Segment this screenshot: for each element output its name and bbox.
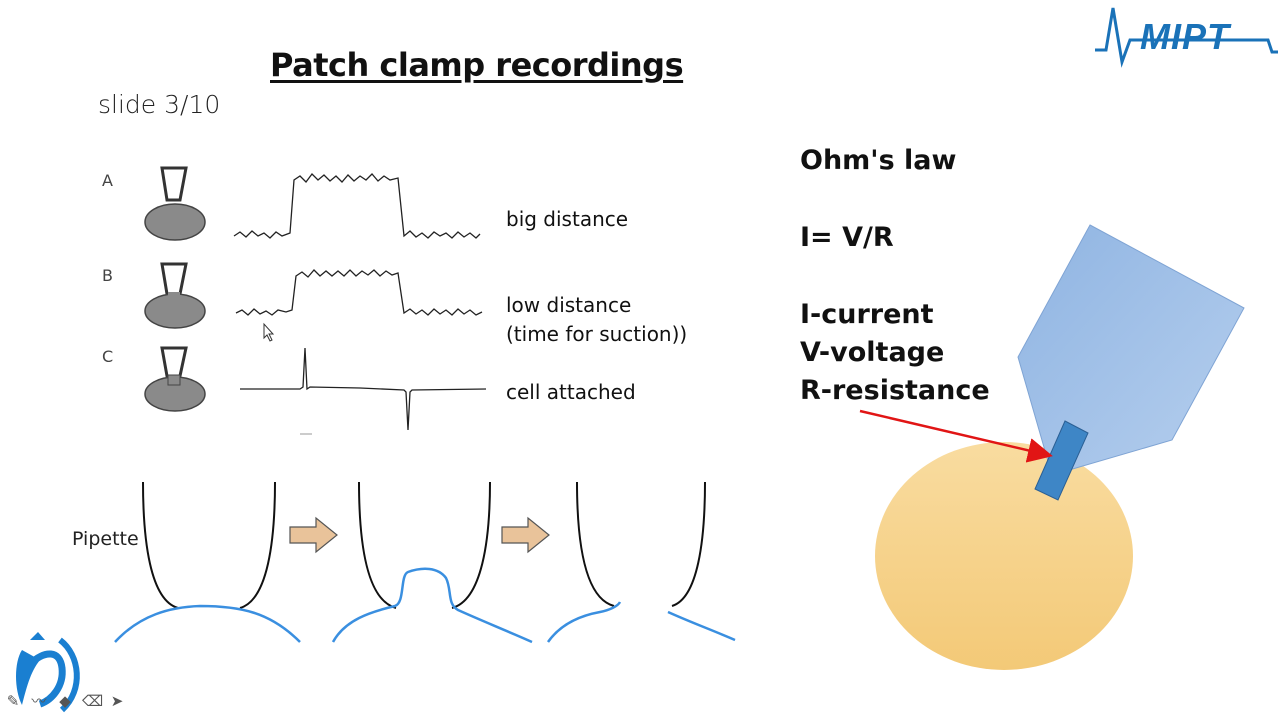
row-letter-c: C <box>102 347 114 366</box>
block-arrow-1 <box>289 516 338 554</box>
pipette-cell-b <box>144 262 206 329</box>
pipette-body <box>1017 224 1245 476</box>
pipette-sequence-1 <box>114 481 301 643</box>
mouse-cursor-icon <box>263 322 275 342</box>
pipette-label: Pipette <box>72 528 139 550</box>
eraser-icon[interactable]: ⌫ <box>82 693 104 710</box>
caption-b-line2: (time for suction)) <box>506 322 688 346</box>
annotation-toolbar: ✎ 〰 ◆ ⌫ ➤ <box>4 690 126 714</box>
trace-a <box>233 173 481 239</box>
highlighter-icon[interactable]: 〰 <box>31 693 47 710</box>
pipette-sequence-3 <box>546 481 736 643</box>
definition-current: I-current <box>800 299 934 330</box>
trace-c <box>240 347 487 431</box>
pipette-cell-c <box>144 346 206 412</box>
shape-icon[interactable]: ◆ <box>59 693 71 710</box>
resistance-arrow <box>859 409 1053 463</box>
cell-body <box>875 442 1133 670</box>
pen-icon[interactable]: ✎ <box>6 693 20 710</box>
ohms-law-heading: Ohm's law <box>800 145 957 176</box>
definition-voltage: V-voltage <box>800 337 945 368</box>
caption-c: cell attached <box>506 380 636 404</box>
row-letter-a: A <box>102 171 113 190</box>
block-arrow-2 <box>501 516 550 554</box>
pipette-cell-a <box>144 166 206 241</box>
trace-b <box>235 269 483 316</box>
logo-text: MIPT <box>1140 16 1230 57</box>
slide-title: Patch clamp recordings <box>270 46 684 84</box>
definition-resistance: R-resistance <box>800 375 990 406</box>
slide-number: slide 3/10 <box>98 90 221 119</box>
pipette-sequence-2 <box>331 481 533 644</box>
pointer-icon[interactable]: ➤ <box>110 693 124 710</box>
caption-a: big distance <box>506 207 629 231</box>
ohms-law-formula: I= V/R <box>800 222 894 253</box>
pipette-tip <box>1034 420 1089 501</box>
caption-b-line1: low distance <box>506 293 632 317</box>
row-letter-b: B <box>102 266 113 285</box>
